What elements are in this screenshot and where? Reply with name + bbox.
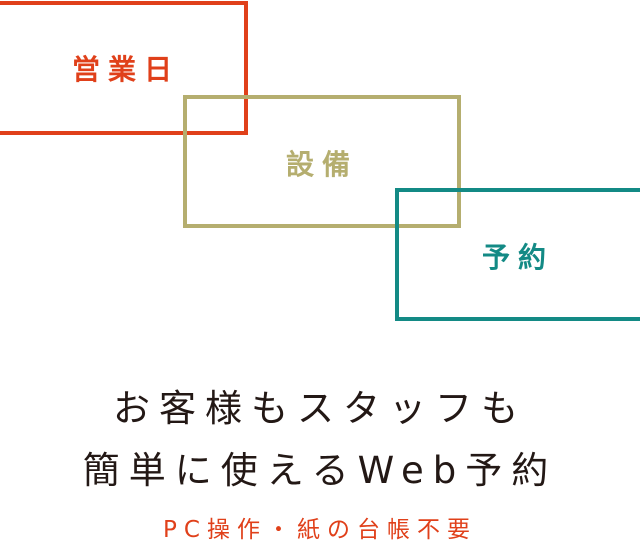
box-business-days: 営業日	[0, 1, 248, 135]
box-reservation: 予約	[395, 188, 640, 321]
box-label-equipment: 設備	[285, 147, 358, 181]
box-label-reservation: 予約	[481, 240, 554, 274]
headline-line-1: お客様もスタッフも	[113, 387, 527, 430]
subline: PC操作・紙の台帳不要	[163, 517, 477, 543]
headline-line-2: 簡単に使えるWeb予約	[82, 449, 558, 492]
box-label-business-days: 営業日	[71, 53, 180, 86]
box-equipment: 設備	[183, 95, 461, 228]
